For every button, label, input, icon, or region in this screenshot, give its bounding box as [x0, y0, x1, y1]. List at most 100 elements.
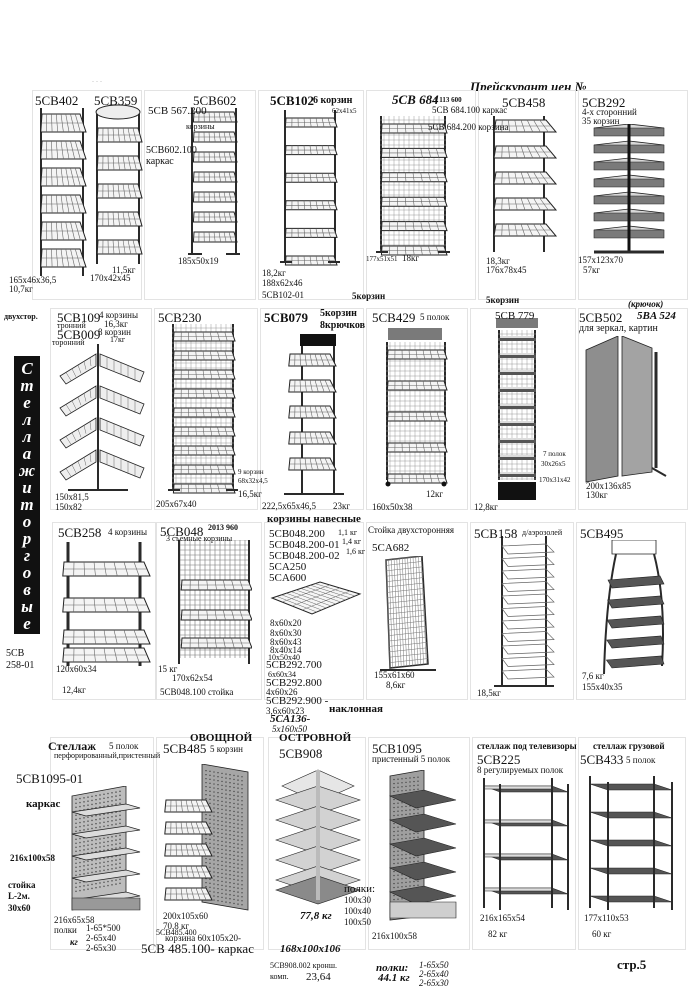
product-label: 188x62x46 — [262, 278, 303, 288]
product-label: тронний — [57, 321, 86, 330]
product-label: 5CB — [6, 648, 25, 659]
rack-5cb158 — [484, 536, 564, 688]
product-label: 5CB 684 — [392, 92, 439, 107]
product-label: 155x40x35 — [582, 682, 623, 692]
side-letter: о — [22, 512, 32, 531]
product-label: 2-65x30 — [419, 978, 449, 988]
product-label: 5CB109 — [57, 310, 101, 325]
product-label: 5CB359 — [94, 93, 138, 108]
product-label: 5CB079 — [264, 310, 309, 325]
product-label: ОСТРОВНОЙ — [279, 732, 352, 744]
product-label: 57кг — [583, 265, 601, 275]
product-label: стр.5 — [617, 957, 647, 972]
product-label: 7 полок — [543, 450, 566, 458]
product-label: 185x50x19 — [178, 256, 219, 266]
rack-5cb908 — [272, 766, 364, 906]
product-label: 200x136x85 — [586, 481, 631, 491]
product-label: 5CB292.900 - — [266, 695, 329, 707]
product-label: 10,7кг — [9, 284, 33, 294]
product-label: 62x41x5 — [332, 107, 357, 115]
rack-5cb429 — [385, 328, 458, 487]
product-label: двухстор. — [4, 312, 38, 321]
product-label: 216x165x54 — [480, 913, 525, 923]
product-label: 12,8кг — [474, 502, 498, 512]
product-label: 5 корзин — [210, 744, 243, 754]
product-label: 5CB402 — [35, 93, 79, 108]
side-letter: а — [22, 444, 32, 463]
product-label: полки — [54, 925, 77, 935]
product-label: 3,6x60x23 — [266, 706, 305, 716]
rack-5cb230 — [168, 324, 242, 498]
product-label: Стойка двухсторонняя — [368, 525, 454, 535]
product-label: 8x40x14 — [270, 645, 302, 655]
product-label: 23кг — [333, 501, 351, 511]
side-title-trade-racks: С т е л л а ж и т о р г о в ы е — [14, 356, 40, 634]
product-label: 18,2кг — [262, 268, 286, 278]
product-label: 205x67x40 — [156, 499, 197, 509]
product-label: 170x62x54 — [172, 673, 213, 683]
rack-5cb359 — [92, 104, 144, 264]
product-label: 5CB602.100 — [146, 145, 197, 156]
product-label: 5CB009 — [57, 327, 101, 342]
product-label: 216x65x58 — [54, 915, 95, 925]
product-label: 8крючков — [320, 320, 366, 331]
product-label: для зеркал, картин — [579, 323, 658, 334]
side-letter: в — [23, 580, 31, 599]
product-label: 10x50x40 — [268, 653, 300, 662]
product-label: торонний — [52, 338, 85, 347]
product-label: 5CB1095 — [372, 741, 422, 756]
product-label: 35 корзин — [582, 116, 620, 126]
product-label: 5CB048.200-01 — [269, 539, 340, 551]
rack-5cb495 — [592, 540, 672, 676]
product-label: 1-65x50 — [419, 960, 449, 970]
product-label: 165x46x36,5 — [9, 275, 57, 285]
product-label: 5CB1095-01 — [16, 771, 84, 786]
product-label: 5CB 485.100- каркас — [141, 941, 254, 956]
product-label: 1,4 кг — [342, 537, 362, 546]
product-label: стойка — [8, 880, 36, 890]
product-label: 1-65*500 — [86, 923, 121, 933]
cell-row4-5 — [472, 737, 576, 950]
product-label: корзины навесные — [267, 513, 361, 525]
product-label: 5CB602 — [193, 93, 237, 108]
product-label: 2-65x40 — [86, 933, 116, 943]
product-label: 8 корзин — [98, 327, 131, 337]
product-label: 70,8 кг — [163, 921, 190, 931]
product-label: каркас — [146, 156, 174, 167]
product-label: 18,5кг — [477, 688, 501, 698]
side-letter: г — [23, 546, 31, 565]
side-letter: ж — [18, 461, 36, 480]
side-letter: р — [22, 529, 32, 548]
product-label: 5CB292.800 — [266, 677, 322, 689]
product-label: стеллаж грузовой — [593, 741, 665, 751]
side-letter: е — [23, 393, 31, 412]
basket-5ca600 — [268, 580, 362, 618]
product-label: 6x60x34 — [268, 670, 296, 679]
product-label: 5CB908.002 кронш. — [270, 961, 337, 970]
side-letter: т — [20, 376, 34, 395]
product-label: 5x160x50 — [272, 724, 307, 734]
faint-header-text: ... — [92, 75, 104, 84]
product-label: 1 113 600 — [434, 96, 462, 104]
product-label: 5CB 779 — [495, 310, 535, 322]
product-label: (крючок) — [628, 299, 664, 309]
product-label: 18,3кг — [486, 256, 510, 266]
product-label: 5CB102-01 — [262, 290, 305, 300]
product-label: 5CB433 — [580, 752, 624, 767]
product-label: 150x81,5 — [55, 492, 89, 502]
product-label: 4-х сторонний — [582, 107, 637, 117]
product-label: 5CB502 — [579, 310, 623, 325]
product-label: 5CB292 — [582, 95, 626, 110]
product-label: 1,1 кг — [338, 528, 358, 537]
side-letter: е — [23, 614, 31, 633]
product-label: 170x42x45 — [90, 273, 131, 283]
product-label: 150x82 — [55, 502, 82, 512]
product-label: 4x60x26 — [266, 687, 298, 697]
product-label: 3 съемные корзины — [166, 534, 233, 543]
product-label: 2-65x40 — [419, 969, 449, 979]
product-label: 100x30 — [344, 895, 371, 905]
rack-5cb292 — [584, 124, 674, 254]
product-label: полки: — [344, 883, 376, 895]
rack-5cb602 — [188, 108, 240, 256]
rack-5ca682 — [376, 556, 440, 674]
